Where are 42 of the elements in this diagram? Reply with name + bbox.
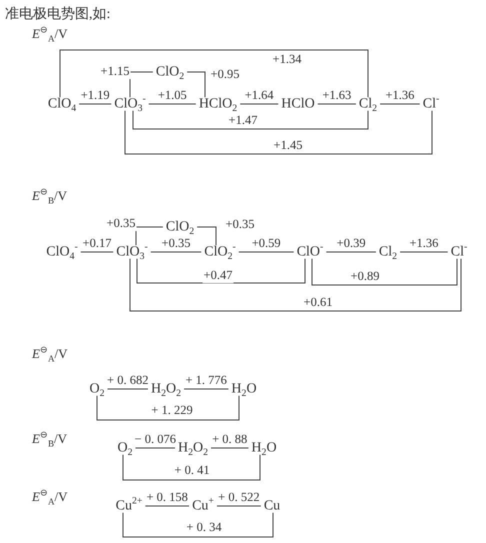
heading: 准电极电势图,如:	[5, 5, 110, 23]
edge-label: +0.47	[202, 269, 234, 283]
species-formula: Cl$^{-}$	[450, 244, 468, 260]
species-formula: HClO$_{2}$	[198, 96, 238, 112]
connector-line	[196, 226, 216, 246]
connector-line	[312, 258, 458, 286]
connector-line	[186, 72, 206, 98]
species-formula: O$_{2}$	[89, 381, 105, 397]
species-formula: Cu$^{+}$	[192, 498, 214, 514]
species-formula: Cl$_{2}$	[378, 244, 398, 260]
species-formula: ClO$^{-}$	[296, 244, 324, 260]
connector-line	[130, 72, 154, 98]
potential-unit-label: E$^{⊖}$$_{A}$/V	[32, 26, 68, 42]
connector-line	[124, 110, 432, 154]
connector-line	[132, 110, 368, 130]
species-formula: Cu	[264, 498, 280, 514]
species-formula: H$_{2}$O	[251, 440, 277, 456]
connector-line	[184, 388, 229, 390]
potential-unit-label: E$^{⊖}$$_{B}$/V	[32, 431, 68, 447]
species-formula: O$_{2}$	[117, 440, 133, 456]
species-formula: Cl$_{2}$	[358, 96, 378, 112]
potential-unit-label: E$^{⊖}$$_{A}$/V	[32, 489, 68, 505]
potential-unit-label: E$^{⊖}$$_{A}$/V	[32, 346, 68, 362]
species-formula: ClO$_{4}$	[48, 96, 76, 112]
connector-line	[122, 512, 274, 538]
species-formula: H$_{2}$O	[231, 381, 257, 397]
species-formula: Cl$^{-}$	[422, 96, 440, 112]
potential-unit-label: E$^{⊖}$$_{B}$/V	[32, 188, 68, 204]
species-formula: H$_{2}$O$_{2}$	[178, 440, 208, 456]
connector-line	[107, 388, 148, 390]
edge-label: +1.15	[100, 65, 130, 79]
connector-line	[130, 258, 462, 312]
species-formula: ClO$_{2}$	[166, 219, 194, 235]
connector-line	[122, 454, 260, 480]
edge-label: +0.35	[106, 217, 136, 231]
species-formula: Cu$^{2+}$	[116, 498, 142, 514]
species-formula: HClO	[281, 96, 315, 112]
connector-line	[136, 226, 164, 246]
connector-line	[60, 50, 368, 98]
connector-line	[96, 395, 240, 420]
species-formula: ClO$_{2}$	[156, 64, 184, 80]
species-formula: H$_{2}$O$_{2}$	[150, 381, 182, 397]
